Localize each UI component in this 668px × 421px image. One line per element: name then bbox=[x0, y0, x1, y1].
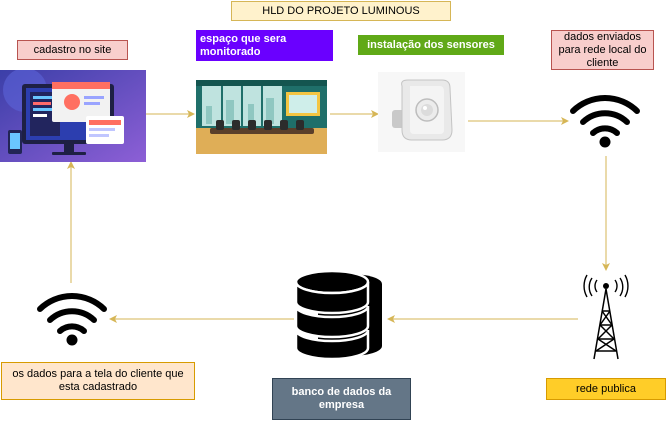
wifi-icon bbox=[36, 290, 108, 346]
label-cadastro: cadastro no site bbox=[17, 40, 128, 60]
website-illustration-icon bbox=[0, 68, 146, 162]
label-espaco: espaço que sera monitorado bbox=[196, 30, 333, 61]
wifi-icon bbox=[568, 92, 642, 148]
label-banco: banco de dados da empresa bbox=[272, 378, 411, 420]
label-instalacao: instalação dos sensores bbox=[358, 35, 504, 55]
radio-tower-icon bbox=[583, 273, 629, 361]
diagram-title: HLD DO PROJETO LUMINOUS bbox=[231, 1, 451, 21]
label-rede-publica: rede publica bbox=[546, 378, 666, 400]
motion-sensor-icon bbox=[378, 72, 465, 152]
meeting-room-illustration-icon bbox=[196, 80, 327, 154]
label-dados-enviados: dados enviados para rede local do client… bbox=[551, 30, 654, 70]
label-tela-cliente: os dados para a tela do cliente que esta… bbox=[1, 362, 195, 400]
database-icon bbox=[294, 268, 386, 362]
